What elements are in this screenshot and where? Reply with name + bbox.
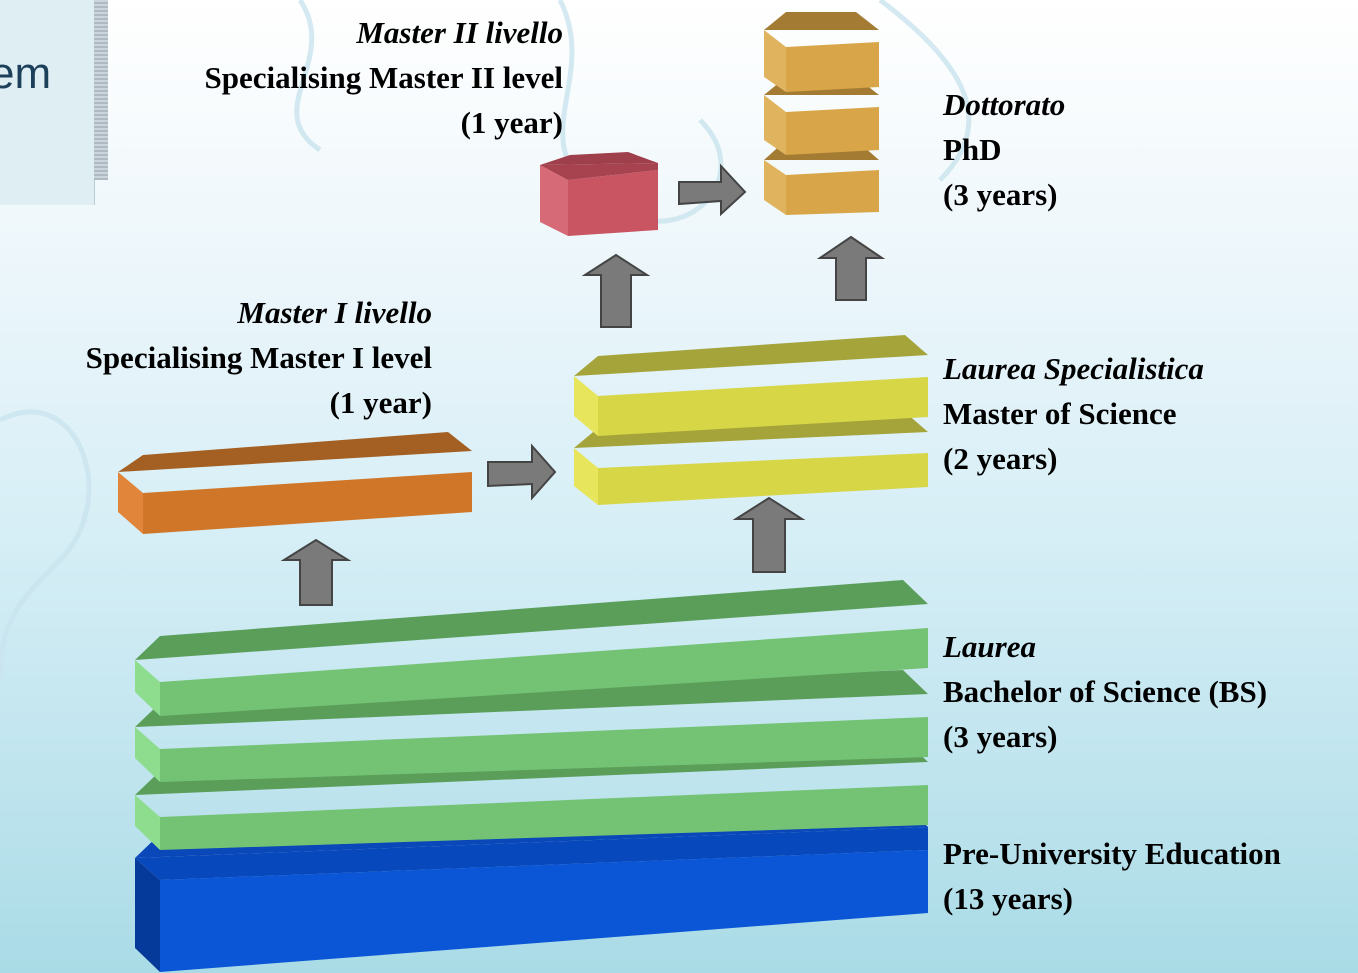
master-2-duration: (1 year): [460, 105, 563, 140]
msc-block: [574, 335, 928, 505]
arrows: [280, 163, 886, 606]
phd-block: [764, 12, 879, 215]
master-1-duration: (1 year): [329, 385, 432, 420]
label-master-2: Master II livello Specialising Master II…: [120, 10, 563, 145]
arrow-master2-to-phd: [678, 163, 747, 217]
label-bsc: Laurea Bachelor of Science (BS) (3 years…: [943, 624, 1267, 759]
msc-english: Master of Science: [943, 396, 1177, 431]
label-pre-university: Pre-University Education (13 years): [943, 831, 1281, 921]
bsc-italian: Laurea: [943, 629, 1036, 664]
msc-duration: (2 years): [943, 441, 1058, 476]
label-master-1: Master I livello Specialising Master I l…: [0, 290, 432, 425]
msc-layer-1: [574, 335, 928, 436]
pre-university-duration: (13 years): [943, 881, 1073, 916]
phd-duration: (3 years): [943, 177, 1058, 212]
master-1-italian: Master I livello: [237, 295, 432, 330]
bachelor-layer-2: [135, 670, 928, 782]
phd-english: PhD: [943, 132, 1002, 167]
title-text: em: [0, 49, 52, 98]
master-2-italian: Master II livello: [356, 15, 563, 50]
arrow-master1-to-msc: [487, 443, 557, 501]
label-msc: Laurea Specialistica Master of Science (…: [943, 346, 1204, 481]
master-2-block: [540, 152, 658, 236]
master-1-english: Specialising Master I level: [85, 340, 432, 375]
phd-cube-1: [764, 12, 879, 92]
arrow-msc-to-phd: [816, 235, 886, 301]
bachelor-layer-1: [135, 580, 928, 716]
arrow-msc-to-master2: [581, 253, 651, 328]
phd-italian: Dottorato: [943, 87, 1066, 122]
bsc-english: Bachelor of Science (BS): [943, 674, 1268, 709]
arrow-bsc-to-msc: [732, 496, 806, 573]
arrow-bsc-to-master1: [280, 538, 352, 606]
label-phd: Dottorato PhD (3 years): [943, 82, 1065, 217]
master-1-block: [118, 432, 472, 534]
msc-italian: Laurea Specialistica: [943, 351, 1204, 386]
pre-university-english: Pre-University Education: [943, 836, 1281, 871]
bsc-duration: (3 years): [943, 719, 1058, 754]
bachelor-block: [135, 580, 928, 850]
master-2-english: Specialising Master II level: [204, 60, 563, 95]
title-strip-decoration: [94, 0, 108, 180]
title-box: em: [0, 0, 95, 205]
